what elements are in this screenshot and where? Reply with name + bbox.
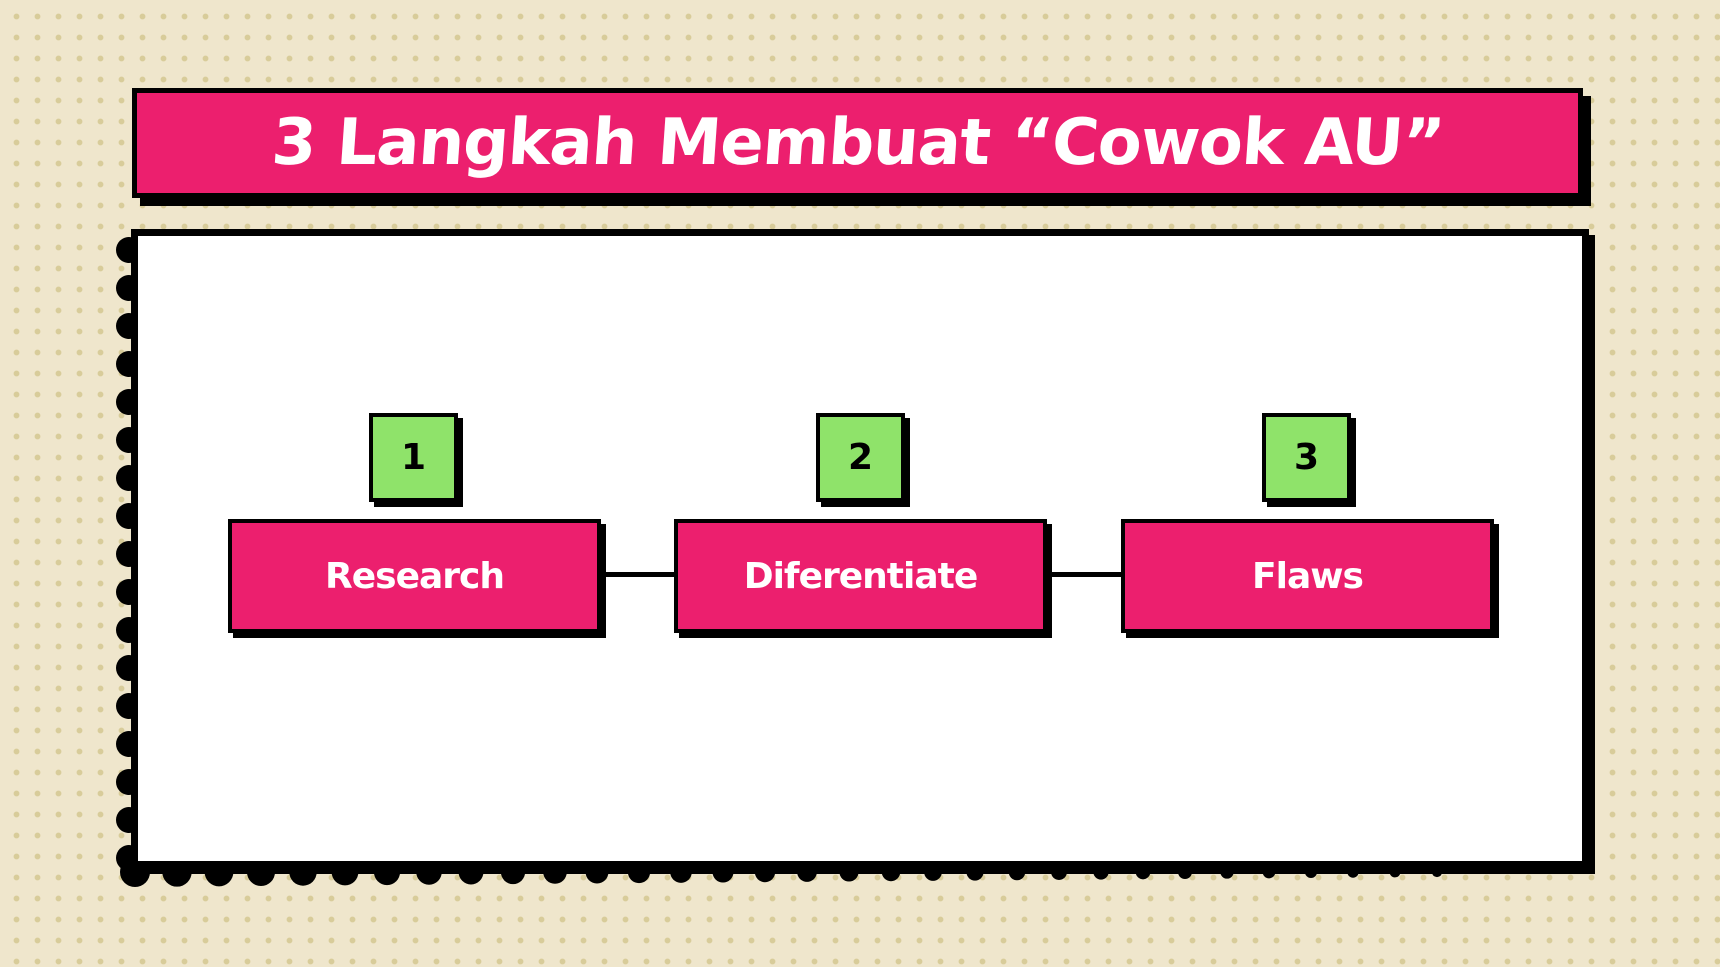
step-box-flaws: Flaws (1121, 519, 1494, 633)
scallop-bump (1347, 866, 1359, 878)
step-number: 1 (400, 437, 427, 478)
connector-line-2-3 (1049, 572, 1121, 577)
connector-line-1-2 (602, 572, 674, 577)
step-number: 3 (1293, 437, 1320, 478)
scallop-bump (1220, 865, 1234, 879)
scallop-bump (1135, 864, 1151, 880)
step-number-badge-1: 1 (369, 413, 458, 502)
scallop-bump (1051, 864, 1067, 880)
step-box-diferentiate: Diferentiate (674, 519, 1047, 633)
step-label: Diferentiate (743, 555, 979, 597)
step-label: Flaws (1252, 555, 1364, 597)
scallop-bump (1178, 865, 1192, 879)
step-number-badge-2: 2 (816, 413, 905, 502)
scallop-bump (1431, 866, 1443, 878)
title-banner: 3 Langkah Membuat “Cowok AU” (132, 88, 1583, 198)
scallop-bump (1262, 865, 1276, 879)
step-label: Research (325, 555, 505, 597)
step-box-research: Research (228, 519, 601, 633)
step-number-badge-3: 3 (1262, 413, 1351, 502)
step-number: 2 (847, 437, 874, 478)
scallop-bump (1389, 866, 1401, 878)
scallop-bump (1304, 865, 1318, 879)
scallop-bump (1093, 864, 1109, 880)
